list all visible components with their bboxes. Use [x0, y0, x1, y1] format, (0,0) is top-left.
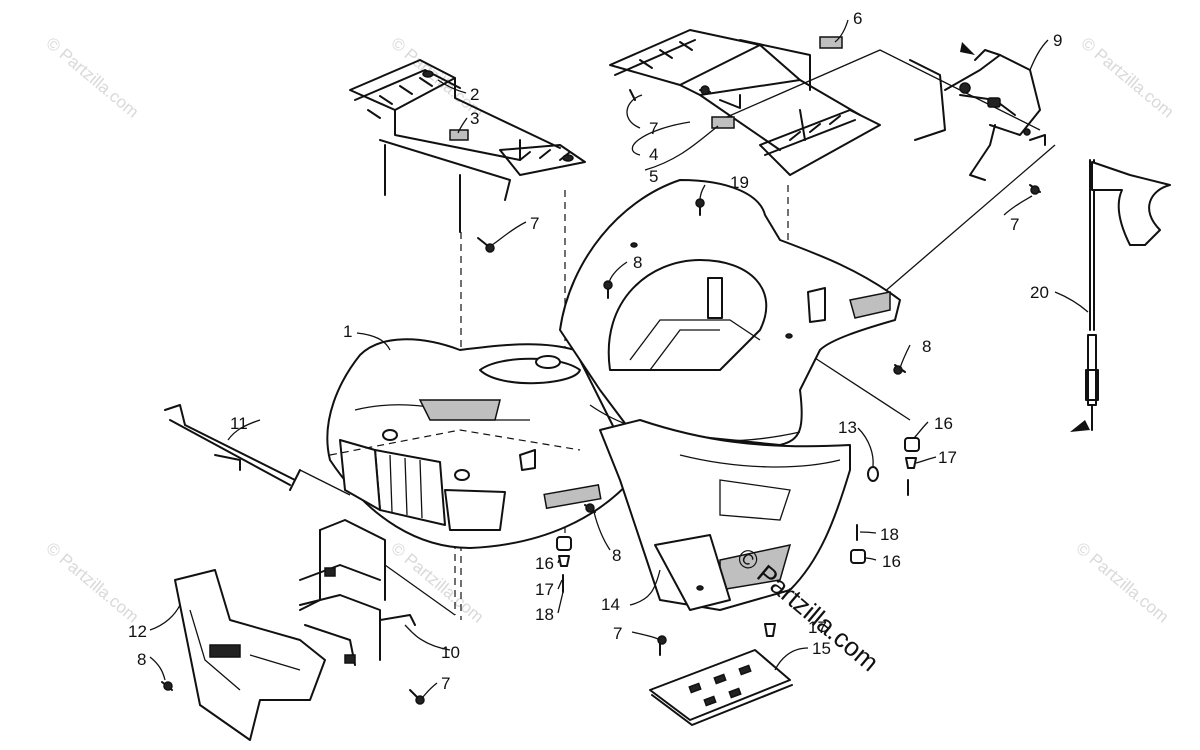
callout-9: 9	[1053, 31, 1062, 50]
bolt-7e-icon	[409, 689, 425, 705]
front-rack	[349, 59, 586, 233]
bolt-7c-icon	[1029, 184, 1041, 195]
callout-4: 4	[649, 145, 658, 164]
bolt-8c-icon	[584, 503, 596, 513]
callout-8-bumper: 8	[137, 650, 146, 669]
decal-5	[711, 116, 735, 129]
front-fender-body	[326, 338, 641, 549]
callout-16-front-fender: 16	[535, 554, 554, 573]
callout-7-grille-guard: 7	[441, 674, 450, 693]
callout-labels: 1 2 3 4 5 6 7 7 7 7 7 8 8 8 8 9 10 11 12…	[128, 9, 1062, 693]
callout-6: 6	[853, 9, 862, 28]
callout-7-rear-bumper: 7	[1010, 215, 1019, 234]
callout-13: 13	[838, 418, 857, 437]
callout-1: 1	[343, 322, 352, 341]
rear-bumper	[909, 49, 1046, 181]
grommet-16c-icon	[850, 549, 866, 564]
nut-17b-icon	[905, 457, 917, 469]
bumper-bracket	[164, 404, 301, 491]
footrest-platform	[649, 649, 793, 726]
callout-12: 12	[128, 622, 147, 641]
watermark-bottom-right: © Partzilla.com	[1072, 539, 1172, 627]
callout-18-side-panel: 18	[880, 525, 899, 544]
callout-20: 20	[1030, 283, 1049, 302]
callout-8-front-fender: 8	[612, 546, 621, 565]
bolt-8d-icon	[161, 681, 173, 691]
callout-16-side-panel: 16	[882, 552, 901, 571]
callout-8-rear-fender: 8	[633, 253, 642, 272]
bolt-7a-icon	[477, 237, 495, 253]
callout-5: 5	[649, 167, 658, 186]
callout-14: 14	[601, 595, 620, 614]
callout-17-footrest: 17	[808, 618, 827, 637]
front-bumper-cover	[174, 569, 326, 741]
callout-7-rear-rack: 7	[649, 119, 658, 138]
decal-6	[819, 36, 843, 49]
watermark-top-left: © Partzilla.com	[42, 34, 142, 122]
callout-17-rear-right: 17	[938, 448, 957, 467]
rear-rack	[609, 29, 881, 176]
watermark-bottom-left: © Partzilla.com	[42, 539, 142, 627]
grommet-16a-icon	[556, 536, 572, 551]
whip-flag	[1070, 159, 1171, 432]
watermark-top-right: © Partzilla.com	[1077, 34, 1177, 122]
callout-8-rear-right: 8	[922, 337, 931, 356]
washer-13-icon	[867, 466, 879, 482]
callout-15: 15	[812, 639, 831, 658]
nut-17a-icon	[558, 555, 570, 567]
bolt-8b-icon	[893, 364, 906, 375]
watermark-bottom-center: © Partzilla.com	[387, 539, 487, 627]
callout-7-front-rack: 7	[530, 214, 539, 233]
bolt-8a-icon	[603, 280, 613, 299]
callout-16-rear-right: 16	[934, 414, 953, 433]
grille-guard	[299, 519, 416, 666]
callout-10: 10	[441, 643, 460, 662]
pointer-arrow-9-icon	[960, 42, 975, 55]
leader-lines	[149, 19, 1089, 699]
callout-3: 3	[470, 109, 479, 128]
bolt-7b-icon	[699, 85, 711, 95]
rear-fender-body	[559, 179, 901, 446]
callout-2: 2	[470, 85, 479, 104]
nut-17c-icon	[764, 623, 776, 637]
grommet-16b-icon	[904, 437, 920, 452]
bolt-7d-icon	[657, 635, 667, 656]
callout-11: 11	[230, 414, 248, 433]
callout-7-footrest: 7	[613, 624, 622, 643]
callout-19: 19	[730, 173, 749, 192]
callout-17-front-fender: 17	[535, 580, 554, 599]
side-panel	[599, 419, 851, 611]
callout-18-front-fender: 18	[535, 605, 554, 624]
